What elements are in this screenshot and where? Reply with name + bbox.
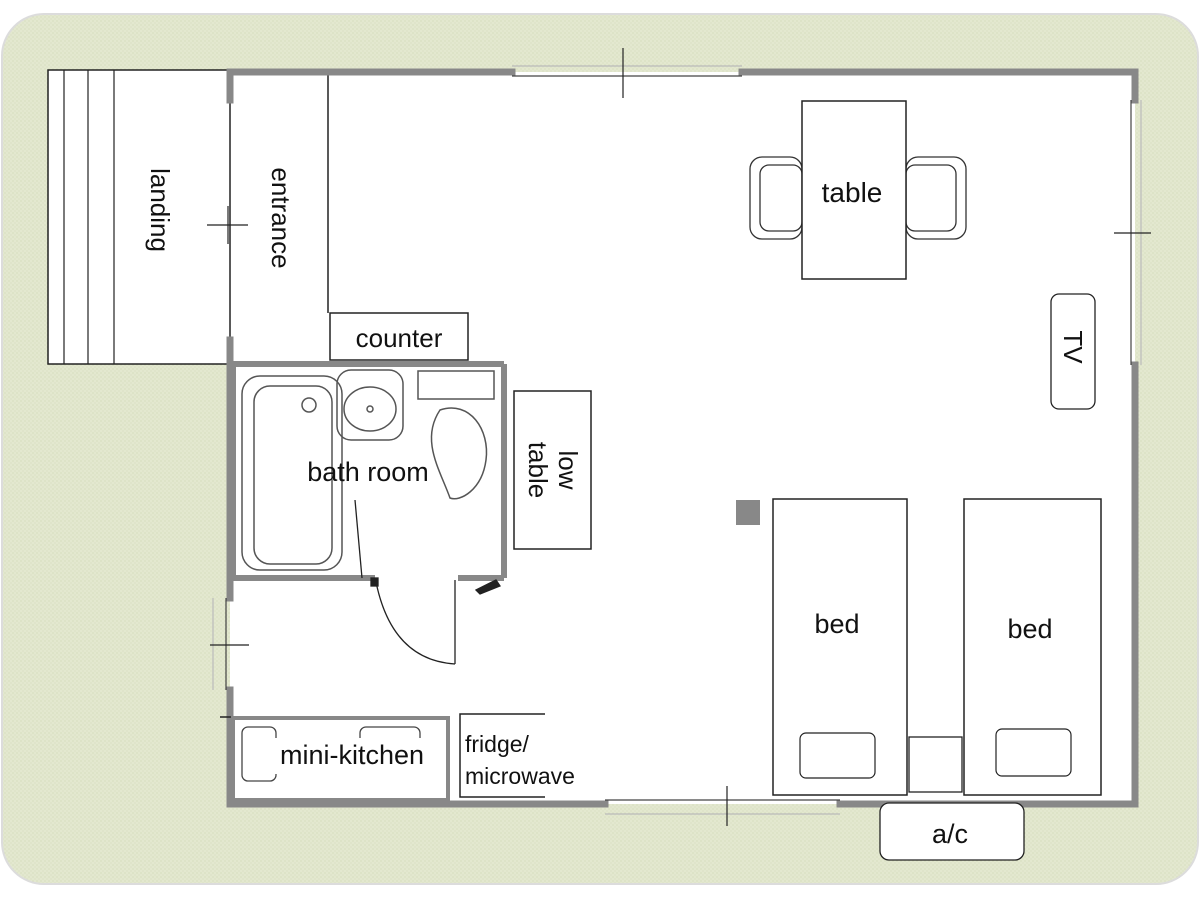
bathroom-label: bath room — [307, 457, 429, 487]
bed-left: bed — [772, 498, 908, 796]
chair-left — [749, 156, 803, 240]
counter: counter — [329, 312, 469, 361]
pillar — [736, 500, 760, 525]
bathroom-walls — [230, 361, 507, 581]
sink — [336, 369, 404, 441]
mini-kitchen-label: mini-kitchen — [280, 740, 424, 770]
bathroom-door — [354, 499, 501, 665]
low-table-label-line1: low — [553, 450, 583, 489]
nightstand — [908, 736, 963, 793]
landing-label: landing — [145, 168, 175, 252]
fridge-label-line1: fridge/ — [465, 731, 530, 757]
fridge-microwave: fridge/ microwave — [459, 713, 575, 798]
low-table: low table — [513, 390, 592, 550]
ac-label: a/c — [932, 819, 968, 849]
air-conditioner: a/c — [879, 802, 1025, 861]
windows — [210, 48, 1151, 826]
entrance: entrance — [266, 72, 329, 313]
low-table-label-line2: table — [523, 442, 553, 498]
bed-right: bed — [963, 498, 1102, 796]
dining-table: table — [749, 100, 967, 280]
bathtub — [241, 375, 343, 571]
mini-kitchen: mini-kitchen — [220, 716, 450, 802]
fridge-label-line2: microwave — [465, 763, 575, 789]
tv: TV — [1050, 293, 1096, 410]
entrance-label: entrance — [266, 167, 296, 268]
table-label: table — [822, 177, 883, 208]
tv-label: TV — [1058, 330, 1088, 364]
bed-left-label: bed — [814, 609, 859, 639]
bed-right-label: bed — [1007, 614, 1052, 644]
landing: landing — [47, 69, 248, 365]
counter-label: counter — [356, 323, 443, 353]
chair-right — [905, 156, 967, 240]
toilet — [417, 370, 495, 500]
